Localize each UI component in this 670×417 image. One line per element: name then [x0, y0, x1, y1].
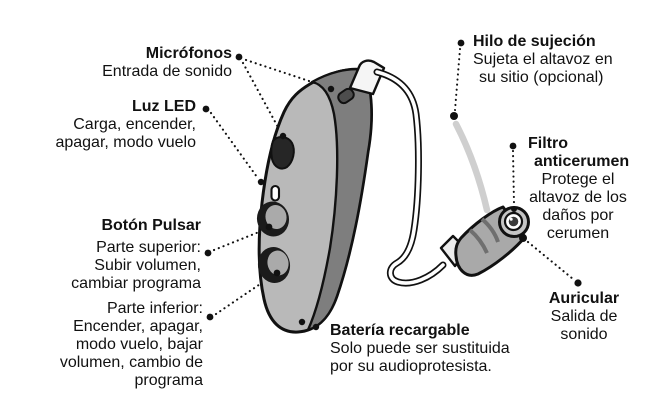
receiver	[439, 205, 530, 277]
wax-filter-highlight	[509, 217, 513, 221]
leader-microphone-top	[244, 58, 326, 88]
label-microfonos-title: Micrófonos	[145, 45, 232, 62]
dot-label-boton-sup	[204, 249, 212, 257]
dot-button-upper	[265, 223, 273, 231]
microphone-port-side	[270, 136, 295, 170]
leader-retention-wire	[453, 47, 462, 112]
dot-label-hilo	[457, 39, 465, 47]
dot-mic-side	[279, 132, 287, 140]
dot-label-filtro	[509, 142, 517, 150]
label-parte-inferior: Parte inferior: Encender, apagar, modo v…	[59, 300, 203, 389]
receiver-wire	[373, 68, 447, 287]
label-filtro-anticerumen: Filtro anticerumen Protege el altavoz de…	[528, 135, 630, 242]
label-auricular-title: Auricular	[548, 290, 620, 307]
push-button-upper	[256, 201, 290, 237]
device-spout	[348, 59, 386, 96]
leader-wax-filter	[511, 149, 516, 206]
dot-led	[257, 178, 265, 186]
leader-button-upper	[212, 228, 266, 252]
label-hilo-sujecion-title: Hilo de sujeción	[473, 33, 596, 50]
leader-led	[209, 111, 259, 179]
label-boton-pulsar-title: Botón Pulsar	[101, 217, 201, 234]
dot-label-boton-inf	[206, 313, 214, 321]
dot-mic-top	[327, 85, 335, 93]
anchor-dots	[202, 39, 582, 331]
label-luz-led: Luz LED Carga, encender, apagar, modo vu…	[55, 98, 196, 151]
dot-hilo	[450, 112, 458, 120]
dot-auricular	[519, 234, 527, 242]
label-filtro-title: Filtro	[528, 135, 568, 152]
label-hilo-sujecion: Hilo de sujeción Sujeta el altavoz en su…	[473, 33, 613, 86]
receiver-band	[468, 228, 489, 254]
device-body-shade	[306, 68, 373, 332]
label-bateria-title: Batería recargable	[330, 322, 470, 339]
leader-microphone-side	[241, 61, 281, 131]
dot-filtro	[511, 206, 517, 212]
label-filtro-title2: anticerumen	[534, 153, 630, 170]
dot-label-bateria	[312, 323, 320, 331]
push-button-lower	[257, 247, 291, 283]
dot-button-lower	[273, 269, 281, 277]
dot-label-microfonos	[235, 53, 243, 61]
dot-label-auricular	[574, 279, 582, 287]
microphone-port-top	[337, 87, 355, 105]
dot-bateria-device	[298, 318, 306, 326]
label-auricular: Auricular Salida de sonido	[534, 290, 634, 344]
label-boton-pulsar: Botón Pulsar Parte superior: Subir volum…	[71, 217, 201, 292]
label-bateria: Batería recargable Solo puede ser sustit…	[330, 322, 510, 375]
retention-wire	[452, 120, 491, 214]
leader-receiver	[526, 240, 575, 281]
dot-label-led	[202, 105, 210, 113]
label-luz-led-title: Luz LED	[132, 98, 196, 115]
led-light	[270, 184, 281, 202]
label-microfonos: Micrófonos Entrada de sonido	[102, 45, 232, 80]
receiver-band	[480, 217, 500, 243]
